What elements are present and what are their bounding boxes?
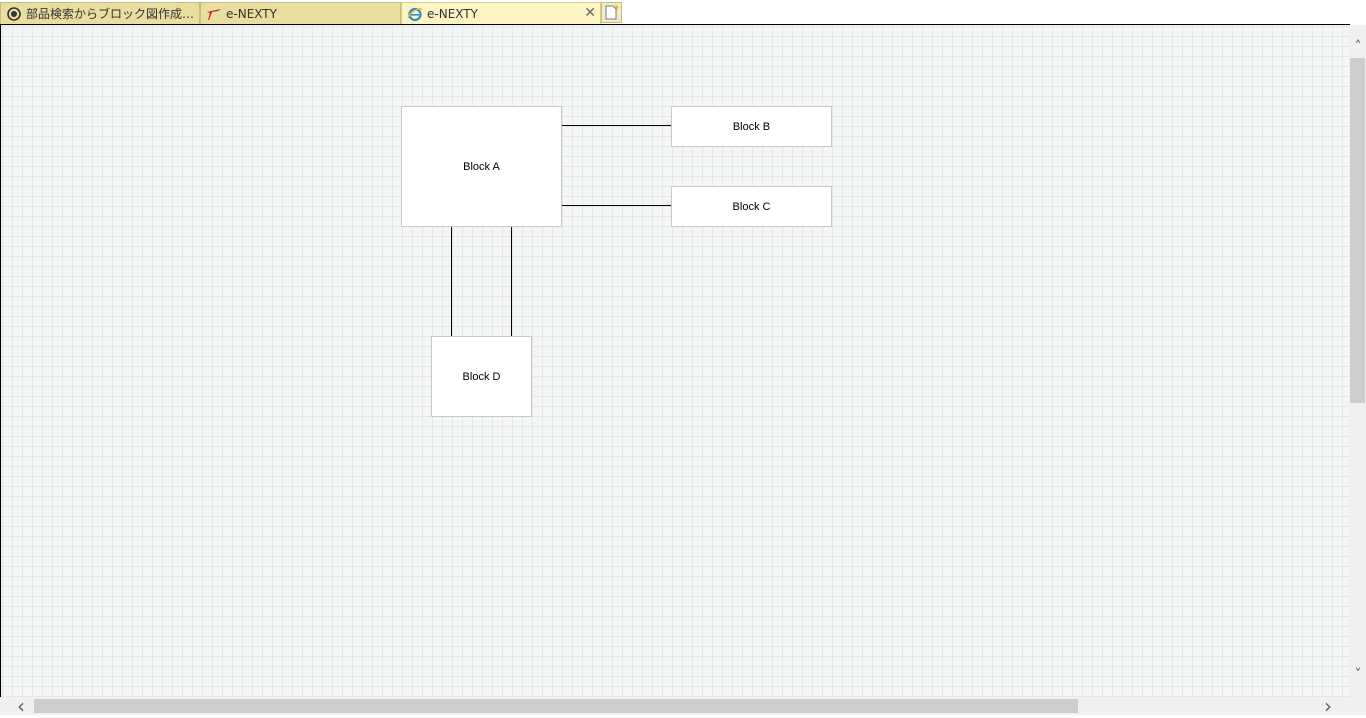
new-tab-icon	[602, 4, 621, 26]
block-b[interactable]: Block B	[671, 106, 832, 147]
nexty-logo-icon	[206, 6, 222, 22]
scroll-right-icon[interactable]: ›	[1324, 694, 1332, 718]
block-b-label: Block B	[732, 120, 771, 133]
tab-parts-search[interactable]: 部品検索からブロック図作成まで...	[0, 2, 200, 24]
tab-label: e-NEXTY	[226, 6, 277, 21]
block-c-label: Block C	[732, 200, 771, 213]
tab-label: e-NEXTY	[427, 6, 478, 21]
block-d[interactable]: Block D	[431, 336, 532, 417]
connector-a-b[interactable]	[561, 125, 671, 126]
connector-a-d-left[interactable]	[451, 225, 452, 336]
block-d-label: Block D	[462, 370, 501, 383]
connector-a-c[interactable]	[561, 205, 671, 206]
tab-strip-divider	[0, 24, 1350, 25]
tab-label: 部品検索からブロック図作成まで...	[26, 7, 199, 21]
scroll-left-icon[interactable]: ‹	[17, 694, 25, 718]
radio-circle-icon	[6, 6, 22, 22]
block-a-label: Block A	[463, 160, 500, 173]
scroll-down-icon[interactable]: ˅	[1354, 667, 1362, 683]
connector-a-d-right[interactable]	[511, 225, 512, 336]
block-c[interactable]: Block C	[671, 186, 832, 227]
close-tab-icon[interactable]: ✕	[584, 5, 596, 21]
new-tab-button[interactable]	[601, 2, 622, 23]
ie-browser-icon	[407, 6, 423, 22]
horizontal-scroll-thumb[interactable]	[34, 699, 1078, 713]
tab-e-nexty-1[interactable]: e-NEXTY	[200, 2, 401, 24]
tab-e-nexty-2[interactable]: e-NEXTY ✕	[401, 2, 601, 24]
diagram-canvas[interactable]: Block A Block B Block C Block D	[0, 25, 1349, 697]
vertical-scroll-thumb[interactable]	[1350, 58, 1365, 403]
block-a[interactable]: Block A	[401, 106, 562, 227]
scroll-up-icon[interactable]: ˄	[1354, 39, 1362, 55]
tab-strip: 部品検索からブロック図作成まで... e-NEXTY e-NEXTY ✕	[0, 0, 1366, 25]
